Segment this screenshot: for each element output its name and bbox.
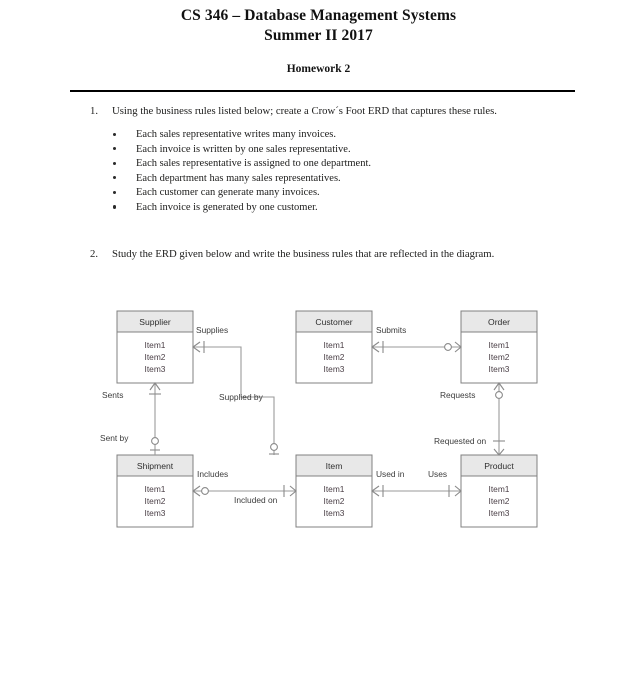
relationship-label: Included on — [234, 495, 278, 505]
course-title-line-2: Summer II 2017 — [264, 27, 373, 44]
erd-entity-item[interactable]: Item Item1 Item2 Item3 — [295, 454, 373, 528]
entity-attribute: Item2 — [489, 352, 510, 362]
bullet-text: Each sales representative is assigned to… — [136, 158, 371, 170]
bullet-dot-icon — [113, 176, 117, 180]
entity-attribute: Item3 — [324, 364, 345, 374]
bullet-text: Each department has many sales represent… — [136, 172, 341, 184]
bullet-item: Each invoice is written by one sales rep… — [0, 143, 637, 158]
erd-relationship-order-product[interactable]: Requests Requested on — [434, 382, 505, 456]
erd-relationship-shipment-item[interactable]: Includes Included on — [192, 469, 297, 505]
bullet-item: Each customer can generate many invoices… — [0, 186, 637, 201]
erd-entity-product[interactable]: Product Item1 Item2 Item3 — [460, 454, 538, 528]
entity-attribute: Item1 — [489, 340, 510, 350]
task-list: 1. Using the business rules listed below… — [0, 104, 637, 262]
bullet-text: Each sales representative writes many in… — [136, 129, 337, 140]
bullet-dot-icon — [113, 205, 117, 209]
assignment-subtitle: Homework 2 — [286, 63, 351, 75]
task-1-bullets: Each sales representative writes many in… — [0, 128, 637, 216]
task-2-number: 2. — [90, 247, 99, 260]
entity-attribute: Item2 — [145, 352, 166, 362]
entity-attribute: Item3 — [324, 508, 345, 518]
task-item-1: 1. Using the business rules listed below… — [0, 104, 637, 216]
bullet-item: Each sales representative writes many in… — [0, 128, 637, 143]
relationship-label: Submits — [376, 325, 406, 335]
header-divider — [70, 90, 575, 92]
relationship-label: Requested on — [434, 436, 486, 446]
erd-relationship-supplier-item[interactable]: Supplies Supplied by — [192, 325, 279, 455]
entity-name: Item — [326, 461, 343, 471]
document-header: CS 346 – Database Management Systems Sum… — [0, 0, 637, 75]
erd-entity-order[interactable]: Order Item1 Item2 Item3 — [460, 310, 538, 384]
bullet-text: Each customer can generate many invoices… — [136, 187, 320, 199]
task-1-number: 1. — [90, 105, 99, 117]
entity-attribute: Item2 — [324, 352, 345, 362]
bullet-item: Each invoice is generated by one custome… — [0, 201, 637, 216]
relationship-label: Supplies — [196, 325, 228, 335]
entity-attribute: Item1 — [145, 340, 166, 350]
erd-relationship-item-product[interactable]: Used in Uses — [371, 469, 462, 497]
entity-name: Order — [488, 317, 510, 327]
course-title-line-1: CS 346 – Database Management Systems — [180, 7, 457, 24]
bullet-dot-icon — [113, 161, 117, 165]
entity-attribute: Item3 — [489, 508, 510, 518]
entity-name: Shipment — [137, 461, 174, 471]
task-item-2: 2. Study the ERD given below and write t… — [0, 247, 637, 262]
relationship-label: Uses — [428, 469, 447, 479]
entity-attribute: Item1 — [145, 484, 166, 494]
entity-attribute: Item1 — [324, 340, 345, 350]
bullet-text: Each invoice is written by one sales rep… — [136, 143, 351, 155]
erd-entity-supplier[interactable]: Supplier Item1 Item2 Item3 — [116, 310, 194, 384]
entity-attribute: Item1 — [489, 484, 510, 494]
relationship-label: Supplied by — [219, 392, 264, 402]
entity-attribute: Item3 — [145, 508, 166, 518]
bullet-item: Each department has many sales represent… — [0, 172, 637, 187]
task-2-text: Study the ERD given below and write the … — [112, 247, 495, 260]
entity-attribute: Item2 — [145, 496, 166, 506]
bullet-item: Each sales representative is assigned to… — [0, 157, 637, 172]
entity-attribute: Item3 — [145, 364, 166, 374]
relationship-label: Sents — [102, 390, 123, 400]
relationship-label: Requests — [440, 390, 475, 400]
bullet-dot-icon — [113, 190, 117, 195]
task-1-text: Using the business rules listed below; c… — [112, 105, 497, 117]
erd-entity-customer[interactable]: Customer Item1 Item2 Item3 — [295, 310, 373, 384]
entity-attribute: Item2 — [489, 496, 510, 506]
entity-name: Supplier — [139, 317, 171, 327]
relationship-label: Includes — [197, 469, 228, 479]
entity-name: Customer — [315, 317, 352, 327]
bullet-dot-icon — [113, 132, 117, 136]
entity-attribute: Item3 — [489, 364, 510, 374]
relationship-label: Sent by — [100, 433, 129, 443]
erd-entity-shipment[interactable]: Shipment Item1 Item2 Item3 — [116, 454, 194, 528]
entity-attribute: Item1 — [324, 484, 345, 494]
bullet-dot-icon — [113, 147, 117, 151]
entity-name: Product — [484, 461, 514, 471]
relationship-label: Used in — [376, 469, 405, 479]
entity-attribute: Item2 — [324, 496, 345, 506]
bullet-text: Each invoice is generated by one custome… — [136, 201, 318, 213]
erd-relationship-supplier-shipment[interactable]: Sents Sent by — [100, 382, 161, 455]
erd-relationship-customer-order[interactable]: Submits — [371, 325, 462, 353]
